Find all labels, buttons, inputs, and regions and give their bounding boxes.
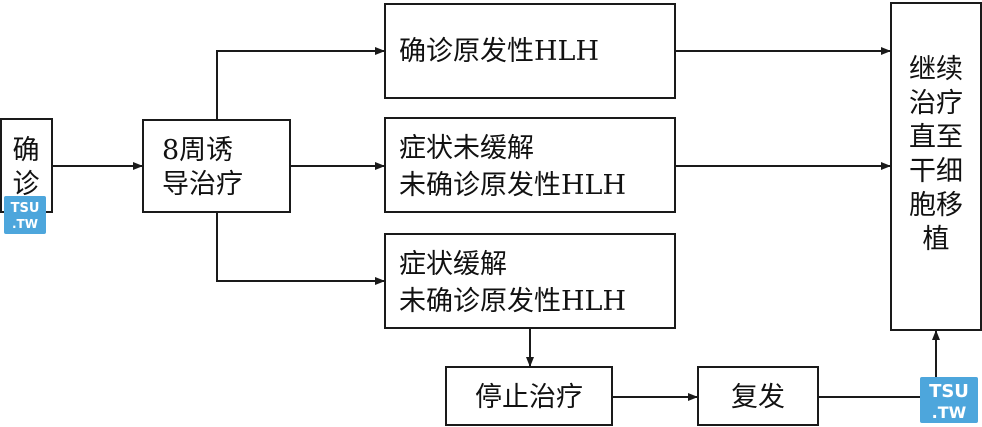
watermark-right-text-top: TSU xyxy=(929,381,969,402)
node-induction: 8周诱 导治疗 xyxy=(142,119,291,213)
node-stop-line-1: 停止治疗 xyxy=(475,382,583,413)
node-unrelieved: 症状未缓解 未确诊原发性HLH xyxy=(384,117,676,213)
node-unrelieved-line-2: 未确诊原发性HLH xyxy=(399,170,626,201)
node-induction-line-2: 导治疗 xyxy=(162,169,243,200)
edges xyxy=(52,47,940,401)
node-continue: 继续 治疗 直至 干细 胞移 植 xyxy=(890,2,982,331)
node-continue-line-6: 植 xyxy=(923,224,950,255)
edge-induction-to-relieved xyxy=(216,212,385,285)
node-continue-line-5: 胞移 xyxy=(909,190,963,221)
node-continue-line-4: 干细 xyxy=(909,156,963,187)
node-stop: 停止治疗 xyxy=(445,366,613,426)
node-induction-line-1: 8周诱 xyxy=(162,135,233,166)
edge-relapse-to-continue xyxy=(818,330,940,398)
node-confirmed: 确诊原发性HLH xyxy=(384,3,676,99)
node-continue-line-2: 治疗 xyxy=(909,88,963,119)
node-confirmed-line-1: 确诊原发性HLH xyxy=(399,36,599,67)
node-relieved-line-1: 症状缓解 xyxy=(399,249,507,280)
node-diagnosis-line-1: 确 xyxy=(13,135,40,166)
node-relieved-line-2: 未确诊原发性HLH xyxy=(399,286,626,317)
watermark-logo-right: TSU .TW xyxy=(920,377,978,423)
node-continue-line-3: 直至 xyxy=(909,122,963,153)
node-relapse-line-1: 复发 xyxy=(731,382,785,413)
watermark-right-text-bottom: .TW xyxy=(932,403,967,422)
node-relieved: 症状缓解 未确诊原发性HLH xyxy=(384,233,676,329)
watermark-left-text-bottom: .TW xyxy=(12,217,38,231)
node-diagnosis-line-2: 诊 xyxy=(13,169,40,200)
node-relapse: 复发 xyxy=(697,366,819,426)
watermark-logo-left: TSU .TW xyxy=(4,196,46,234)
node-continue-line-1: 继续 xyxy=(909,54,963,85)
node-unrelieved-line-1: 症状未缓解 xyxy=(399,133,534,164)
watermark-left-text-top: TSU xyxy=(11,201,40,216)
edge-induction-to-confirmed xyxy=(216,47,385,120)
